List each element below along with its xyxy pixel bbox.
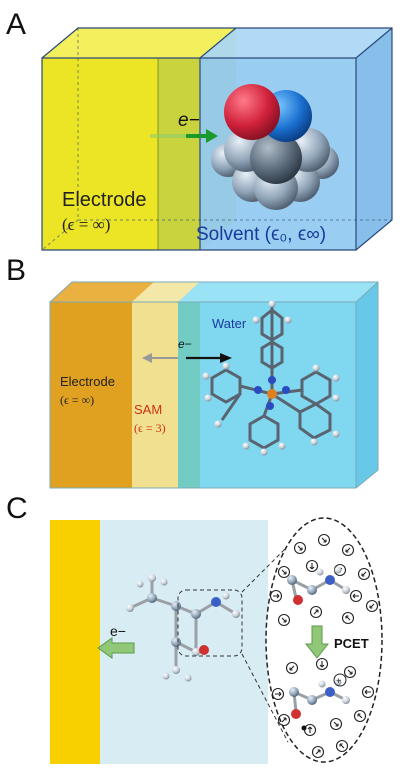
panel-c-leader-top [241,539,295,593]
panel-a-letter: A [6,8,26,41]
panel-a-electrode-label: Electrode [62,189,147,211]
panel-c-molecule [126,574,240,682]
panel-b-letter: B [6,254,26,287]
panel-a-electron-label: e− [178,110,200,131]
panel-c-electron-arrow [97,637,135,659]
panel-b-electrode-eps: (ϵ = ∞) [60,393,94,407]
panel-a: A [6,8,393,251]
panel-c-zoom-box [177,589,243,657]
panel-c-electrode [50,520,100,764]
panel-c-letter: C [6,492,28,525]
panel-a-electrode-eps: (ϵ = ∞) [62,215,110,234]
panel-c-solvent-dipoles [269,533,379,627]
panel-a-molecule [211,84,339,210]
panel-c-zoom-molecule-top [287,566,350,605]
panel-c-solution [100,520,268,764]
panel-b-box-edges [49,281,379,489]
panel-c-pcet-arrow [304,625,330,659]
panel-a-electron-arrow [150,129,218,143]
panel-c-pcet-label: PCET [334,636,369,651]
panel-b-molecule-atoms [202,300,340,456]
panel-b: B e− Wa [6,254,379,489]
panel-b-electron-arrow [142,353,232,363]
panel-a-box-edges [41,27,393,251]
panel-b-water-label: Water [212,316,247,331]
panel-b-sam-eps: (ϵ = 3) [134,421,166,435]
panel-c-zoom-molecule-bottom [289,673,350,731]
panel-c: C e− [6,492,383,764]
panel-b-electrode-label: Electrode [60,374,115,389]
panel-c-plus-label: + [336,676,341,686]
panel-c-leader-bottom [241,653,289,743]
panel-c-electron-label: e− [110,623,126,639]
panel-b-electrode-block [50,282,154,488]
panel-b-molecule [210,302,332,450]
panel-a-solvent-label: Solvent (ϵ₀, ϵ∞) [196,224,326,245]
panel-b-sam-label: SAM [134,402,162,417]
panel-b-electron-label: e− [178,337,192,351]
